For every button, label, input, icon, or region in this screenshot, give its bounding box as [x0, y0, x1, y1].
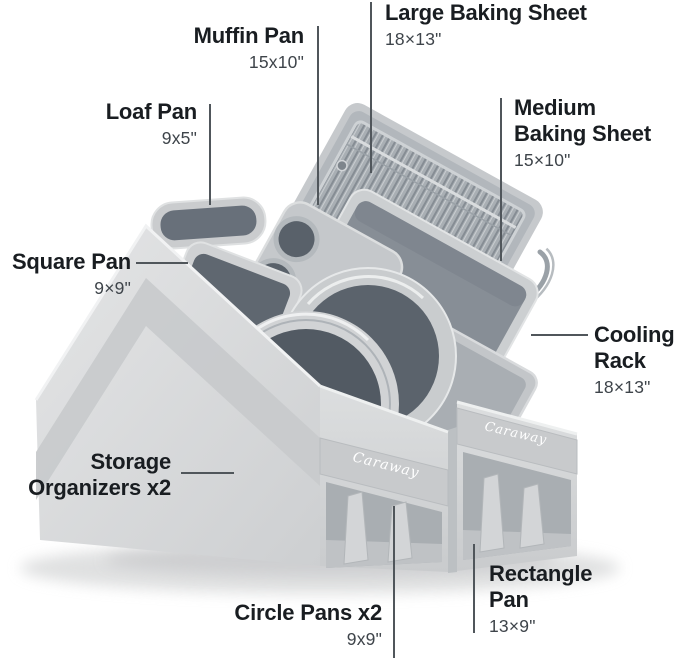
callout-dims: 9x9"	[346, 629, 382, 649]
strap-left-side	[36, 278, 320, 500]
leader-square-pan	[136, 262, 188, 264]
callout-circle-pans: Circle Pans x2 9x9"	[234, 600, 382, 650]
leader-muffin-pan	[317, 26, 319, 205]
divider-fin	[343, 491, 369, 565]
callout-dims: 15×10"	[514, 150, 571, 170]
callout-dims: 15x10"	[248, 52, 304, 72]
callout-medium-baking-sheet: Medium Baking Sheet 15×10"	[514, 95, 656, 171]
loaf-pan-graphic	[150, 196, 267, 250]
callout-dims: 9×9"	[94, 278, 131, 298]
callout-title: Medium Baking Sheet	[514, 95, 651, 146]
leader-circle-pans	[393, 506, 395, 658]
callout-title: Square Pan	[11, 249, 131, 274]
callout-dims: 13×9"	[489, 616, 536, 636]
callout-loaf-pan: Loaf Pan 9x5"	[105, 99, 198, 149]
storage-organizer-right: Caraway	[448, 400, 578, 573]
callout-dims: 18×13"	[385, 29, 442, 49]
divider-fin	[519, 483, 545, 549]
callout-square-pan: Square Pan 9×9"	[12, 249, 131, 299]
callout-title: Circle Pans x2	[234, 600, 382, 625]
divider-fin	[479, 473, 505, 553]
callout-muffin-pan: Muffin Pan 15x10"	[193, 23, 305, 73]
callout-title: Cooling Rack	[594, 322, 675, 373]
callout-title: Rectangle Pan	[489, 561, 593, 612]
callout-large-baking-sheet: Large Baking Sheet 18×13"	[385, 0, 587, 50]
leader-cooling-rack	[531, 334, 588, 336]
callout-rectangle-pan: Rectangle Pan 13×9"	[489, 561, 603, 637]
leader-storage-organizers	[181, 472, 234, 474]
leader-medium-baking-sheet	[500, 98, 502, 261]
callout-title: Muffin Pan	[193, 23, 305, 48]
callout-title: Large Baking Sheet	[385, 0, 587, 25]
storage-organizer-left: Caraway	[34, 223, 449, 572]
callout-cooling-rack: Cooling Rack 18×13"	[594, 322, 679, 398]
callout-title: Loaf Pan	[105, 99, 198, 124]
leader-loaf-pan	[209, 104, 211, 205]
callout-dims: 9x5"	[161, 128, 197, 148]
callout-storage-organizers: Storage Organizers x2	[0, 449, 171, 501]
strap-left-front	[319, 437, 449, 507]
leader-large-baking-sheet	[370, 2, 372, 173]
callout-dims: 18×13"	[594, 377, 651, 397]
callout-title: Storage Organizers x2	[28, 449, 171, 500]
leader-rectangle-pan	[473, 544, 475, 633]
strap-right	[456, 407, 578, 475]
